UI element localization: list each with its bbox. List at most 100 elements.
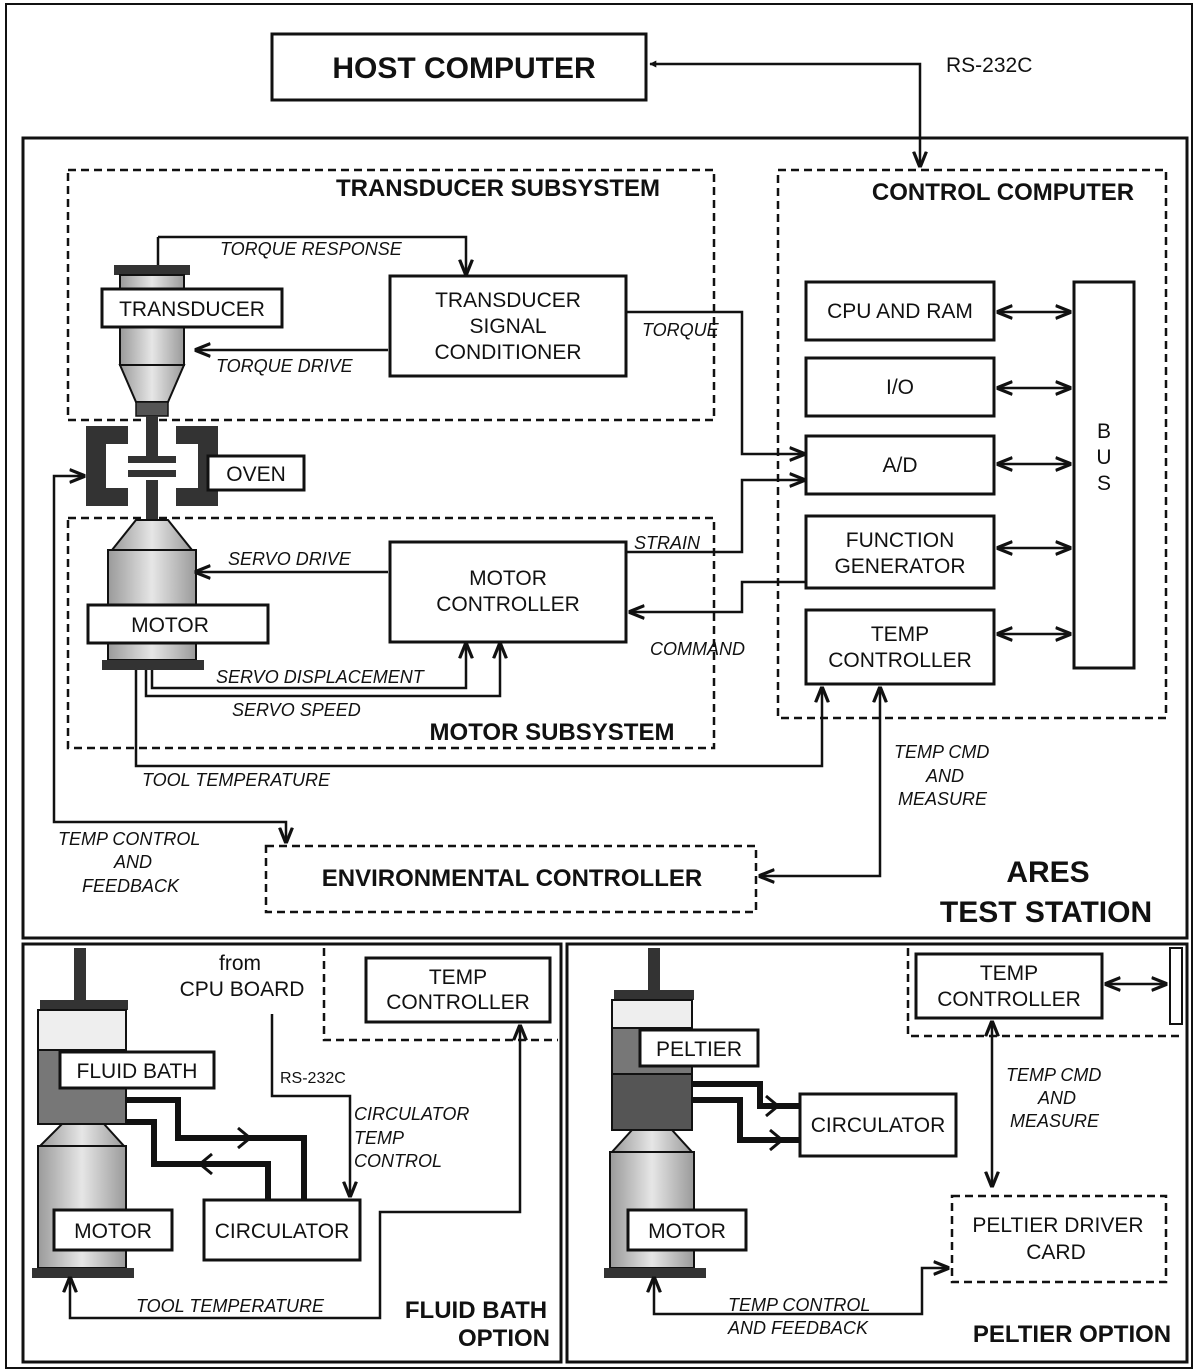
strain-wire [626, 480, 804, 554]
bus-letter-b: B [1097, 420, 1111, 443]
io-box [804, 356, 996, 418]
temp-control-feedback-1: TEMP CONTROL [58, 829, 200, 849]
transducer-cone [118, 364, 186, 403]
pt-shaft [648, 948, 660, 990]
control-computer-label: CONTROL COMPUTER [872, 179, 1134, 206]
fluid-bath-option-frame [21, 942, 563, 1364]
temp-control-feedback-2: AND [113, 852, 152, 872]
servo-speed-label: SERVO SPEED [232, 700, 361, 720]
pt-base-plate [604, 1268, 706, 1278]
bus-box [1072, 280, 1136, 670]
environmental-controller-label: ENVIRONMENTAL CONTROLLER [322, 865, 702, 892]
strain-label: STRAIN [634, 533, 701, 553]
rs232c-top-label: RS-232C [946, 54, 1032, 77]
oven-label: OVEN [226, 463, 286, 486]
fb-temp-controller-box [364, 956, 552, 1024]
fb-tool-temperature-label: TOOL TEMPERATURE [136, 1296, 325, 1316]
host-computer-box [270, 32, 648, 102]
rs232c-link [650, 64, 920, 166]
fb-cpu-board-label: CPU BOARD [180, 978, 305, 1001]
fb-rs232c-label: RS-232C [280, 1070, 346, 1087]
pt-temp-controller-box [914, 952, 1104, 1020]
signal-conditioner-line2: SIGNAL [469, 315, 546, 338]
signal-conditioner-line1: TRANSDUCER [435, 289, 581, 312]
fb-from-label: from [219, 952, 261, 975]
transducer-neck [135, 401, 169, 417]
signal-conditioner-line3: CONDITIONER [435, 341, 582, 364]
pt-temp-cmd-3: MEASURE [1010, 1111, 1100, 1131]
cpu-and-ram-label: CPU AND RAM [827, 300, 973, 323]
ares-test-station-frame [21, 136, 1189, 940]
cpu-and-ram-box [804, 280, 996, 342]
pt-motor-label-box [626, 1208, 748, 1252]
pt-driver-card-line1: PELTIER DRIVER [972, 1214, 1143, 1237]
pt-peltier-label-box [638, 1028, 760, 1068]
pt-peltier-label: PELTIER [656, 1038, 742, 1061]
fb-temp-controller-line2: CONTROLLER [386, 991, 530, 1014]
temp-cmd-measure-wire [760, 688, 880, 876]
torque-label: TORQUE [642, 320, 720, 340]
pt-flow-return-arrow [769, 1128, 785, 1152]
command-wire [630, 580, 806, 612]
function-generator-line1: FUNCTION [846, 529, 955, 552]
pt-temp-cmd-2: AND [1037, 1088, 1076, 1108]
outer-border [5, 3, 1193, 1369]
motor-subsystem-group [66, 516, 716, 750]
pt-temp-controller-line2: CONTROLLER [937, 988, 1081, 1011]
pt-driver-card-line2: CARD [1026, 1241, 1086, 1264]
transducer-label-box [100, 287, 284, 329]
temp-control-feedback-3: FEEDBACK [82, 876, 180, 896]
pt-temp-control-feedback-1: TEMP CONTROL [728, 1295, 870, 1315]
transducer-subsystem-group [66, 168, 716, 422]
pt-body-lower [611, 1073, 693, 1131]
pt-temp-cmd-1: TEMP CMD [1006, 1065, 1101, 1085]
temp-control-feedback-wire [52, 476, 286, 842]
shaft-upper [146, 416, 158, 456]
fb-circulator-label: CIRCULATOR [215, 1220, 350, 1243]
sample-plate-upper [128, 456, 176, 463]
shaft-lower [146, 480, 158, 520]
pt-motor-cone [609, 1129, 695, 1153]
test-station-label: TEST STATION [940, 896, 1152, 929]
pt-circulator-label: CIRCULATOR [811, 1114, 946, 1137]
bus-letter-u: U [1096, 446, 1111, 469]
fb-fluid-bath-label: FLUID BATH [77, 1060, 198, 1083]
motor-controller-line1: MOTOR [469, 567, 547, 590]
ares-label: ARES [1006, 856, 1089, 889]
bus-letter-s: S [1097, 472, 1111, 495]
temp-cmd-label-1: TEMP CMD [894, 742, 989, 762]
pt-temp-controller-line1: TEMP [980, 962, 1038, 985]
function-generator-line2: GENERATOR [834, 555, 965, 578]
environmental-controller-box [264, 844, 758, 914]
ad-box [804, 434, 996, 496]
motor-controller-line2: CONTROLLER [436, 593, 580, 616]
temp-cmd-label-2: AND [925, 766, 964, 786]
servo-displacement-label: SERVO DISPLACEMENT [216, 667, 426, 687]
pt-option-label: PELTIER OPTION [973, 1321, 1171, 1348]
fb-shaft [74, 948, 86, 1000]
pt-temp-control-feedback-wire [654, 1268, 948, 1316]
peltier-option-frame [565, 942, 1189, 1364]
pt-driver-card-box [950, 1194, 1168, 1284]
pt-temp-control-feedback-2: AND FEEDBACK [727, 1318, 869, 1338]
motor-label: MOTOR [131, 614, 209, 637]
function-generator-box [804, 514, 996, 590]
command-label: COMMAND [650, 639, 745, 659]
fb-circulator-temp-control-2: TEMP [354, 1128, 404, 1148]
oven-left-half [86, 426, 128, 506]
pt-top-plate [614, 990, 694, 1000]
pt-body-upper [611, 999, 693, 1029]
fb-base-plate [32, 1268, 134, 1278]
sample-plate-lower [128, 470, 176, 477]
motor-cone [109, 519, 195, 551]
fb-temp-controller-line1: TEMP [429, 966, 487, 989]
fb-option-label-1: FLUID BATH [405, 1297, 547, 1324]
motor-base-plate [102, 660, 204, 670]
torque-response-wire [158, 235, 466, 274]
pt-bus-stub [1169, 947, 1183, 1025]
fb-motor-cone [37, 1123, 127, 1147]
transducer-signal-conditioner-box [388, 274, 628, 378]
torque-wire [626, 310, 804, 454]
fb-tool-temperature-wire [70, 1026, 520, 1320]
